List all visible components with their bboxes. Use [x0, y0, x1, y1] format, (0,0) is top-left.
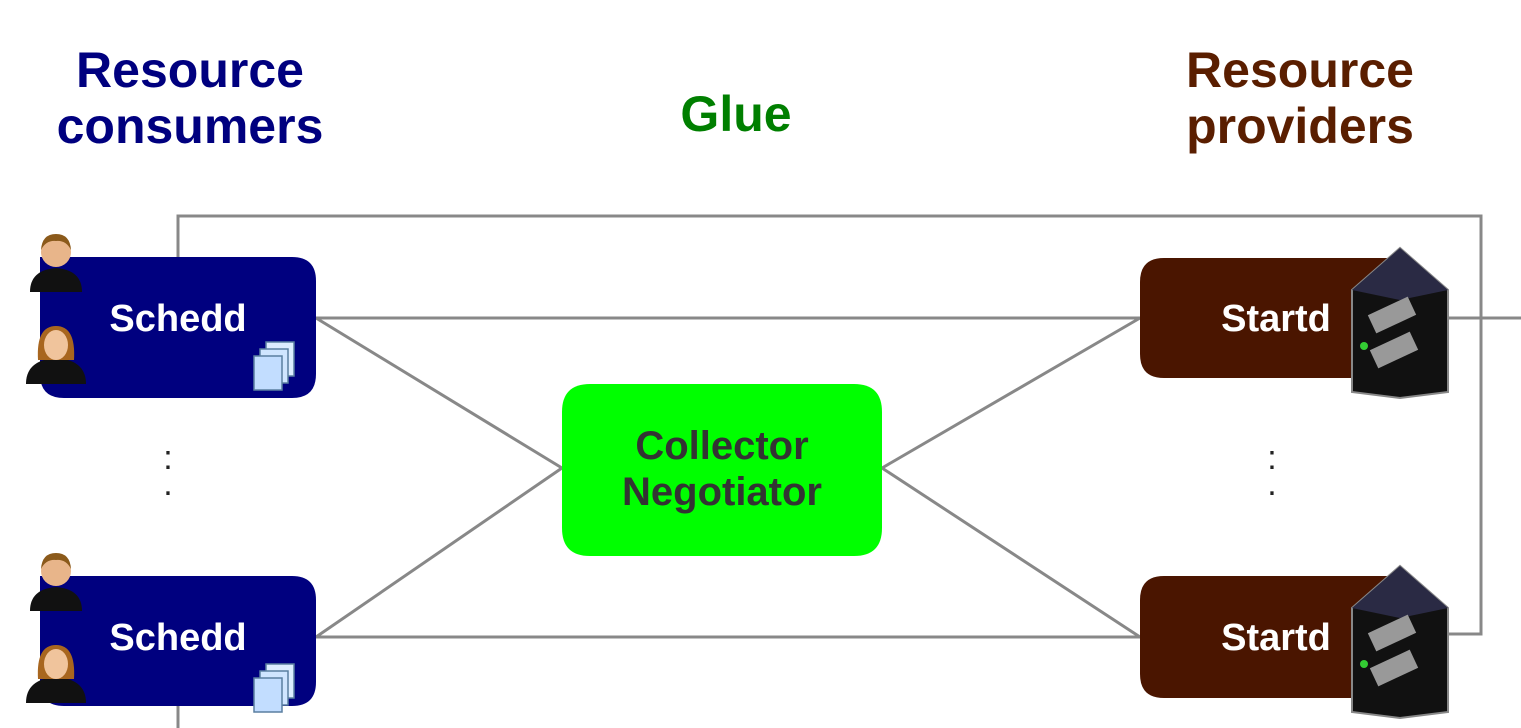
schedd-top-label: Schedd: [109, 298, 247, 340]
male-user-icon: [30, 234, 82, 292]
providers-heading: Resource providers: [1130, 42, 1470, 154]
startd-ellipsis: : .: [1252, 439, 1292, 503]
startd-top-box: [1140, 258, 1400, 378]
schedd-bottom-to-cm-line: [315, 466, 563, 639]
female-user-icon: [26, 645, 86, 703]
male-user-icon: [30, 553, 82, 611]
startd-ellipsis-mark: .: [1267, 465, 1277, 503]
schedd-ellipsis: : .: [148, 439, 188, 503]
providers-heading-line1: Resource: [1186, 42, 1414, 98]
glue-heading: Glue: [680, 86, 792, 142]
schedd-top-to-cm-line: [315, 316, 563, 470]
schedd-ellipsis-mark: .: [163, 465, 173, 503]
startd-top-label: Startd: [1221, 298, 1331, 340]
female-user-icon: [26, 326, 86, 384]
schedd-top-box: [40, 257, 316, 398]
connector-lines: [176, 214, 1521, 728]
schedd-ellipsis-mark: :: [163, 439, 173, 477]
consumers-heading-line1: Resource: [76, 42, 304, 98]
server-tower-icon: [1351, 246, 1449, 400]
job-documents-icon: [253, 341, 295, 713]
server-tower-icon: [1351, 564, 1449, 720]
startd-ellipsis-mark: :: [1267, 439, 1277, 477]
startd-bottom-label: Startd: [1221, 617, 1331, 659]
consumers-heading: Resource consumers: [10, 42, 370, 154]
collector-label: Collector: [635, 424, 809, 468]
cm-to-startd-bottom-line: [881, 466, 1141, 639]
providers-heading-line2: providers: [1186, 98, 1414, 154]
consumers-heading-line2: consumers: [56, 98, 324, 154]
outer-loop-line: [176, 214, 1483, 636]
user-avatars-icon: [26, 234, 86, 703]
central-manager-label: Collector Negotiator: [562, 423, 882, 515]
startd-bottom-box: [1140, 576, 1400, 698]
negotiator-label: Negotiator: [622, 470, 822, 514]
cm-to-startd-top-line: [881, 316, 1141, 470]
schedd-bottom-label: Schedd: [109, 617, 247, 659]
central-manager-box: [562, 384, 882, 556]
schedd-bottom-box: [40, 576, 316, 706]
